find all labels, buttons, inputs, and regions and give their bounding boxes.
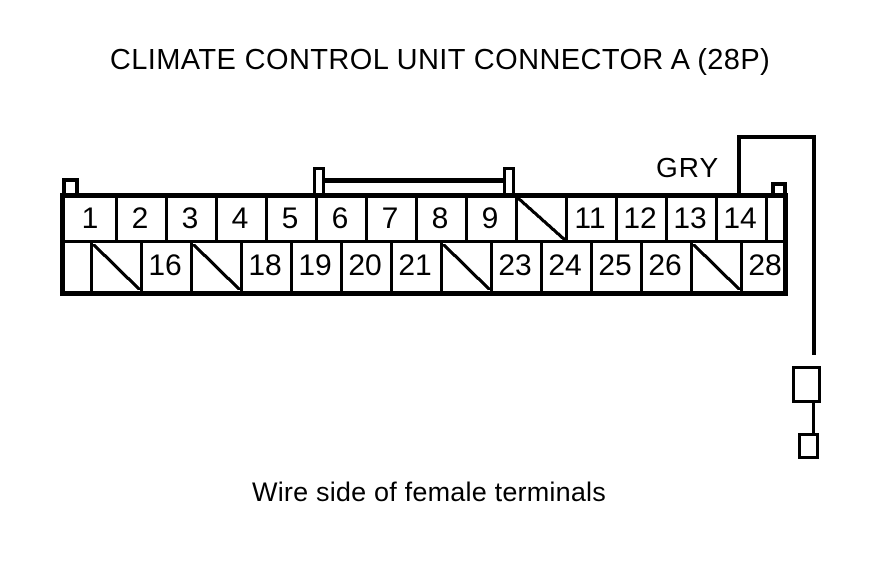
pin-cell-18: 18 <box>248 249 282 282</box>
latch-post-right <box>503 167 515 195</box>
pin-divider <box>490 243 493 293</box>
latch-post-left <box>313 167 325 195</box>
pin-divider <box>590 243 593 293</box>
index-notch-right <box>771 182 787 195</box>
pin-cell-19: 19 <box>298 249 332 282</box>
pin-divider <box>140 243 143 293</box>
index-notch-left <box>62 178 79 195</box>
pin-divider <box>265 196 268 243</box>
pin-divider <box>640 243 643 293</box>
pin-cell-2: 2 <box>131 202 149 235</box>
pin-divider <box>690 243 693 293</box>
pin-divider <box>340 243 343 293</box>
pin-divider <box>765 196 768 243</box>
wire-segment-vertical-down <box>812 135 816 355</box>
pin-cell-16: 16 <box>148 249 182 282</box>
pin-divider <box>165 196 168 243</box>
no-pin-cell-17 <box>193 244 240 290</box>
latch-bar <box>322 178 506 183</box>
no-pin-cell-10 <box>518 198 565 240</box>
pin-divider <box>465 196 468 243</box>
pin-divider <box>515 196 518 243</box>
pin-divider <box>715 196 718 243</box>
pin-divider <box>740 243 743 293</box>
pin-divider <box>215 196 218 243</box>
no-pin-cell-22 <box>443 244 490 290</box>
pin-cell-23: 23 <box>498 249 532 282</box>
pin-cell-4: 4 <box>231 202 249 235</box>
pin-cell-5: 5 <box>281 202 299 235</box>
pin-cell-28: 28 <box>748 249 782 282</box>
page-title: CLIMATE CONTROL UNIT CONNECTOR A (28P) <box>109 44 771 76</box>
pin-divider <box>90 243 93 293</box>
pin-divider <box>390 243 393 293</box>
pin-cell-25: 25 <box>598 249 632 282</box>
pin-divider <box>415 196 418 243</box>
wire-segment-vertical-up <box>737 137 741 195</box>
pin-cell-24: 24 <box>548 249 582 282</box>
pin-divider <box>290 243 293 293</box>
terminal-connector-box-symbol <box>792 366 821 403</box>
pin-cell-20: 20 <box>348 249 382 282</box>
pin-cell-14: 14 <box>723 202 757 235</box>
pin-cell-12: 12 <box>623 202 657 235</box>
pin-cell-9: 9 <box>481 202 499 235</box>
pin-divider <box>240 243 243 293</box>
diagram-caption: Wire side of female terminals <box>252 477 606 507</box>
pin-cell-3: 3 <box>181 202 199 235</box>
pin-divider <box>315 196 318 243</box>
pin-cell-26: 26 <box>648 249 682 282</box>
pin-divider <box>665 196 668 243</box>
no-pin-cell-27 <box>693 244 740 290</box>
pin-cell-8: 8 <box>431 202 449 235</box>
terminal-end-box-symbol <box>798 433 819 459</box>
pin-divider <box>615 196 618 243</box>
wire-segment-horizontal <box>737 135 816 139</box>
wire-color-label: GRY <box>656 152 720 183</box>
row-divider <box>63 240 785 243</box>
pin-cell-13: 13 <box>673 202 707 235</box>
pin-cell-11: 11 <box>574 202 606 235</box>
pin-cell-1: 1 <box>81 202 99 235</box>
pin-divider <box>540 243 543 293</box>
terminal-link-line <box>812 403 815 434</box>
pin-divider <box>365 196 368 243</box>
pin-divider <box>565 196 568 243</box>
pin-divider <box>190 243 193 293</box>
pin-cell-6: 6 <box>331 202 349 235</box>
pin-divider <box>440 243 443 293</box>
pin-divider <box>115 196 118 243</box>
no-pin-cell-15 <box>93 244 140 290</box>
pin-cell-7: 7 <box>381 202 399 235</box>
pin-cell-21: 21 <box>398 249 432 282</box>
